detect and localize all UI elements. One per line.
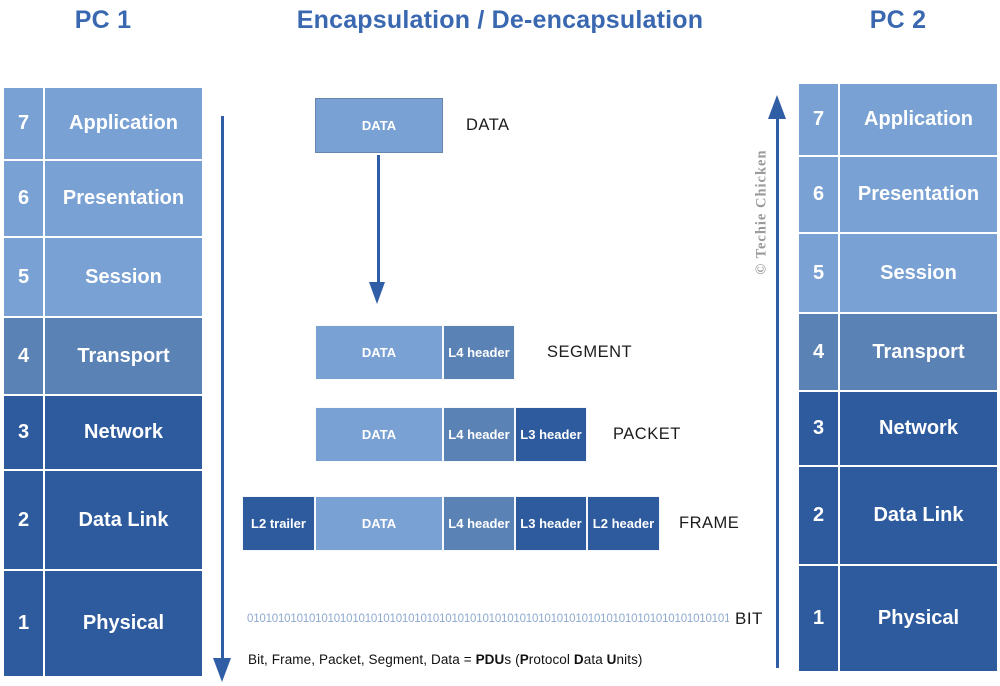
layer-number: 7	[3, 87, 44, 160]
layer-number: 4	[3, 317, 44, 395]
layer-name: Physical	[44, 570, 203, 677]
pdu-footnote: Bit, Frame, Packet, Segment, Data = PDUs…	[248, 652, 643, 667]
l2-header-segment: L2 header	[587, 496, 660, 551]
l3-header-segment: L3 header	[515, 407, 587, 462]
layer-name: Physical	[839, 565, 998, 672]
osi-row-datalink: 2 Data Link	[3, 470, 203, 570]
data-segment: DATA	[315, 325, 443, 380]
osi-row-session: 5 Session	[798, 233, 998, 313]
layer-name: Transport	[44, 317, 203, 395]
data-segment: DATA	[315, 98, 443, 153]
layer-number: 6	[3, 160, 44, 237]
l4-header-segment: L4 header	[443, 496, 515, 551]
osi-row-transport: 4 Transport	[798, 313, 998, 391]
layer-name: Session	[44, 237, 203, 317]
pdu-bar-packet: DATA L4 header L3 header	[315, 407, 587, 462]
layer-number: 3	[798, 391, 839, 466]
osi-row-physical: 1 Physical	[798, 565, 998, 672]
layer-number: 7	[798, 83, 839, 156]
osi-row-network: 3 Network	[3, 395, 203, 470]
pdu-bar-frame: L2 trailer DATA L4 header L3 header L2 h…	[242, 496, 660, 551]
layer-name: Network	[839, 391, 998, 466]
bit-stream: 0101010101010101010101010101010101010101…	[247, 613, 729, 625]
layer-name: Network	[44, 395, 203, 470]
layer-number: 5	[798, 233, 839, 313]
layer-number: 5	[3, 237, 44, 317]
pdu-label-frame: FRAME	[679, 514, 740, 532]
l4-header-segment: L4 header	[443, 325, 515, 380]
layer-name: Transport	[839, 313, 998, 391]
osi-row-application: 7 Application	[3, 87, 203, 160]
layer-number: 3	[3, 395, 44, 470]
pdu-label-segment: SEGMENT	[547, 343, 633, 361]
de-encapsulation-arrow-head-icon	[768, 95, 786, 119]
pc1-title: PC 1	[74, 6, 132, 34]
l3-header-segment: L3 header	[515, 496, 587, 551]
layer-name: Presentation	[44, 160, 203, 237]
de-encapsulation-arrow-line	[776, 118, 779, 668]
osi-row-transport: 4 Transport	[3, 317, 203, 395]
layer-name: Application	[839, 83, 998, 156]
pdu-bar-segment: DATA L4 header	[315, 325, 515, 380]
osi-row-physical: 1 Physical	[3, 570, 203, 677]
layer-number: 6	[798, 156, 839, 233]
layer-number: 4	[798, 313, 839, 391]
osi-row-network: 3 Network	[798, 391, 998, 466]
data-flow-arrow-head-icon	[369, 282, 385, 304]
layer-name: Data Link	[839, 466, 998, 565]
osi-row-presentation: 6 Presentation	[798, 156, 998, 233]
layer-number: 2	[3, 470, 44, 570]
pdu-label-packet: PACKET	[613, 425, 681, 443]
osi-table-pc2: 7 Application 6 Presentation 5 Session 4…	[798, 83, 998, 672]
pdu-label-bit: BIT	[735, 609, 763, 628]
osi-row-presentation: 6 Presentation	[3, 160, 203, 237]
data-flow-arrow-line	[377, 155, 380, 283]
pc2-title: PC 2	[869, 6, 927, 34]
watermark: © Techie Chicken	[753, 149, 770, 275]
osi-row-application: 7 Application	[798, 83, 998, 156]
layer-name: Presentation	[839, 156, 998, 233]
data-segment: DATA	[315, 496, 443, 551]
layer-number: 1	[3, 570, 44, 677]
l4-header-segment: L4 header	[443, 407, 515, 462]
data-segment: DATA	[315, 407, 443, 462]
pdu-bar-data: DATA	[315, 98, 443, 153]
osi-row-session: 5 Session	[3, 237, 203, 317]
layer-name: Session	[839, 233, 998, 313]
osi-row-datalink: 2 Data Link	[798, 466, 998, 565]
layer-name: Data Link	[44, 470, 203, 570]
layer-name: Application	[44, 87, 203, 160]
osi-table-pc1: 7 Application 6 Presentation 5 Session 4…	[3, 87, 203, 677]
layer-number: 2	[798, 466, 839, 565]
page-title: Encapsulation / De-encapsulation	[296, 6, 704, 34]
encapsulation-arrow-head-icon	[213, 658, 231, 682]
layer-number: 1	[798, 565, 839, 672]
l2-trailer-segment: L2 trailer	[242, 496, 315, 551]
encapsulation-arrow-line	[221, 116, 224, 658]
pdu-label-data: DATA	[466, 116, 510, 134]
